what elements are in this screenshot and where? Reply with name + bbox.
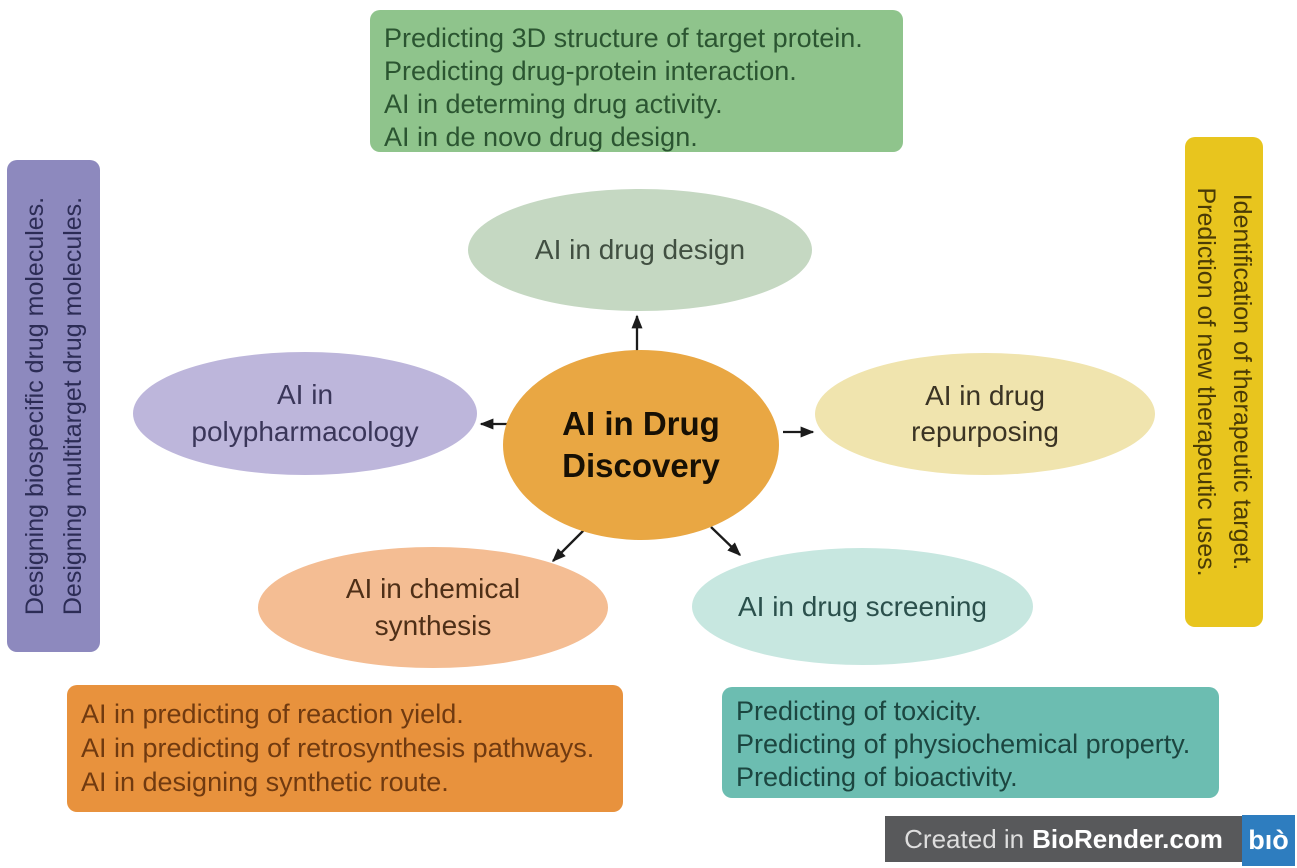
arrow-center-to-chemical-synthesis bbox=[552, 527, 587, 562]
arrow-center-to-drug-screening bbox=[710, 526, 741, 556]
callout-line: Predicting of toxicity. bbox=[736, 696, 982, 726]
biorender-logo-icon: bıò bbox=[1242, 815, 1295, 866]
node-chemical-synthesis: AI in chemical synthesis bbox=[258, 547, 608, 668]
center-node-label: Discovery bbox=[562, 447, 720, 484]
node-label: AI in drug screening bbox=[737, 590, 988, 622]
callout-line: AI in designing synthetic route. bbox=[81, 767, 449, 797]
node-label: synthesis bbox=[374, 609, 492, 641]
callout-line: Designing biospecific drug molecules. bbox=[20, 196, 49, 616]
callout-line: Predicting 3D structure of target protei… bbox=[384, 23, 863, 53]
callout-line: AI in predicting of retrosynthesis pathw… bbox=[81, 733, 595, 763]
callout-chemical-synthesis-notes: AI in predicting of reaction yield. AI i… bbox=[67, 685, 623, 812]
node-drug-design: AI in drug design bbox=[468, 189, 812, 311]
node-polypharmacology: AI in polypharmacology bbox=[133, 352, 477, 475]
node-label: AI in bbox=[276, 379, 334, 411]
callout-line: AI in predicting of reaction yield. bbox=[81, 699, 464, 729]
callout-line: AI in de novo drug design. bbox=[384, 122, 698, 152]
callout-drug-repurposing-notes: Identification of therapeutic target. Pr… bbox=[1185, 137, 1263, 627]
biorender-watermark: Created in BioRender.com bbox=[885, 816, 1242, 862]
node-label: AI in drug design bbox=[534, 234, 746, 265]
center-node-ai-in-drug-discovery: AI in Drug Discovery bbox=[503, 350, 779, 540]
vertical-text-block: Designing biospecific drug molecules. De… bbox=[16, 160, 92, 652]
biorender-logo-text: bıò bbox=[1248, 825, 1289, 855]
node-label: polypharmacology bbox=[191, 415, 419, 447]
vertical-text-block: Identification of therapeutic target. Pr… bbox=[1188, 138, 1260, 626]
node-drug-repurposing: AI in drug repurposing bbox=[815, 353, 1155, 475]
callout-line: Identification of therapeutic target. bbox=[1228, 193, 1256, 571]
center-node-label: AI in Drug bbox=[562, 404, 720, 442]
callout-drug-screening-notes: Predicting of toxicity. Predicting of ph… bbox=[722, 687, 1219, 798]
callout-line: Predicting of physiochemical property. bbox=[736, 729, 1191, 759]
callout-line: Predicting drug-protein interaction. bbox=[384, 56, 797, 86]
callout-drug-design-notes: Predicting 3D structure of target protei… bbox=[370, 10, 903, 152]
node-label: AI in chemical bbox=[345, 573, 521, 605]
node-drug-screening: AI in drug screening bbox=[692, 548, 1033, 665]
callout-line: Prediction of new therapeutic uses. bbox=[1192, 187, 1220, 577]
node-label: AI in drug bbox=[925, 379, 1045, 411]
callout-polypharmacology-notes: Designing biospecific drug molecules. De… bbox=[7, 160, 100, 652]
node-label: repurposing bbox=[911, 416, 1059, 447]
callout-line: Designing multitarget drug molecules. bbox=[58, 196, 87, 616]
callout-line: Predicting of bioactivity. bbox=[736, 762, 1018, 792]
watermark-brand: BioRender.com bbox=[1032, 823, 1223, 854]
callout-line: AI in determing drug activity. bbox=[384, 89, 723, 119]
watermark-prefix: Created in bbox=[904, 823, 1025, 854]
